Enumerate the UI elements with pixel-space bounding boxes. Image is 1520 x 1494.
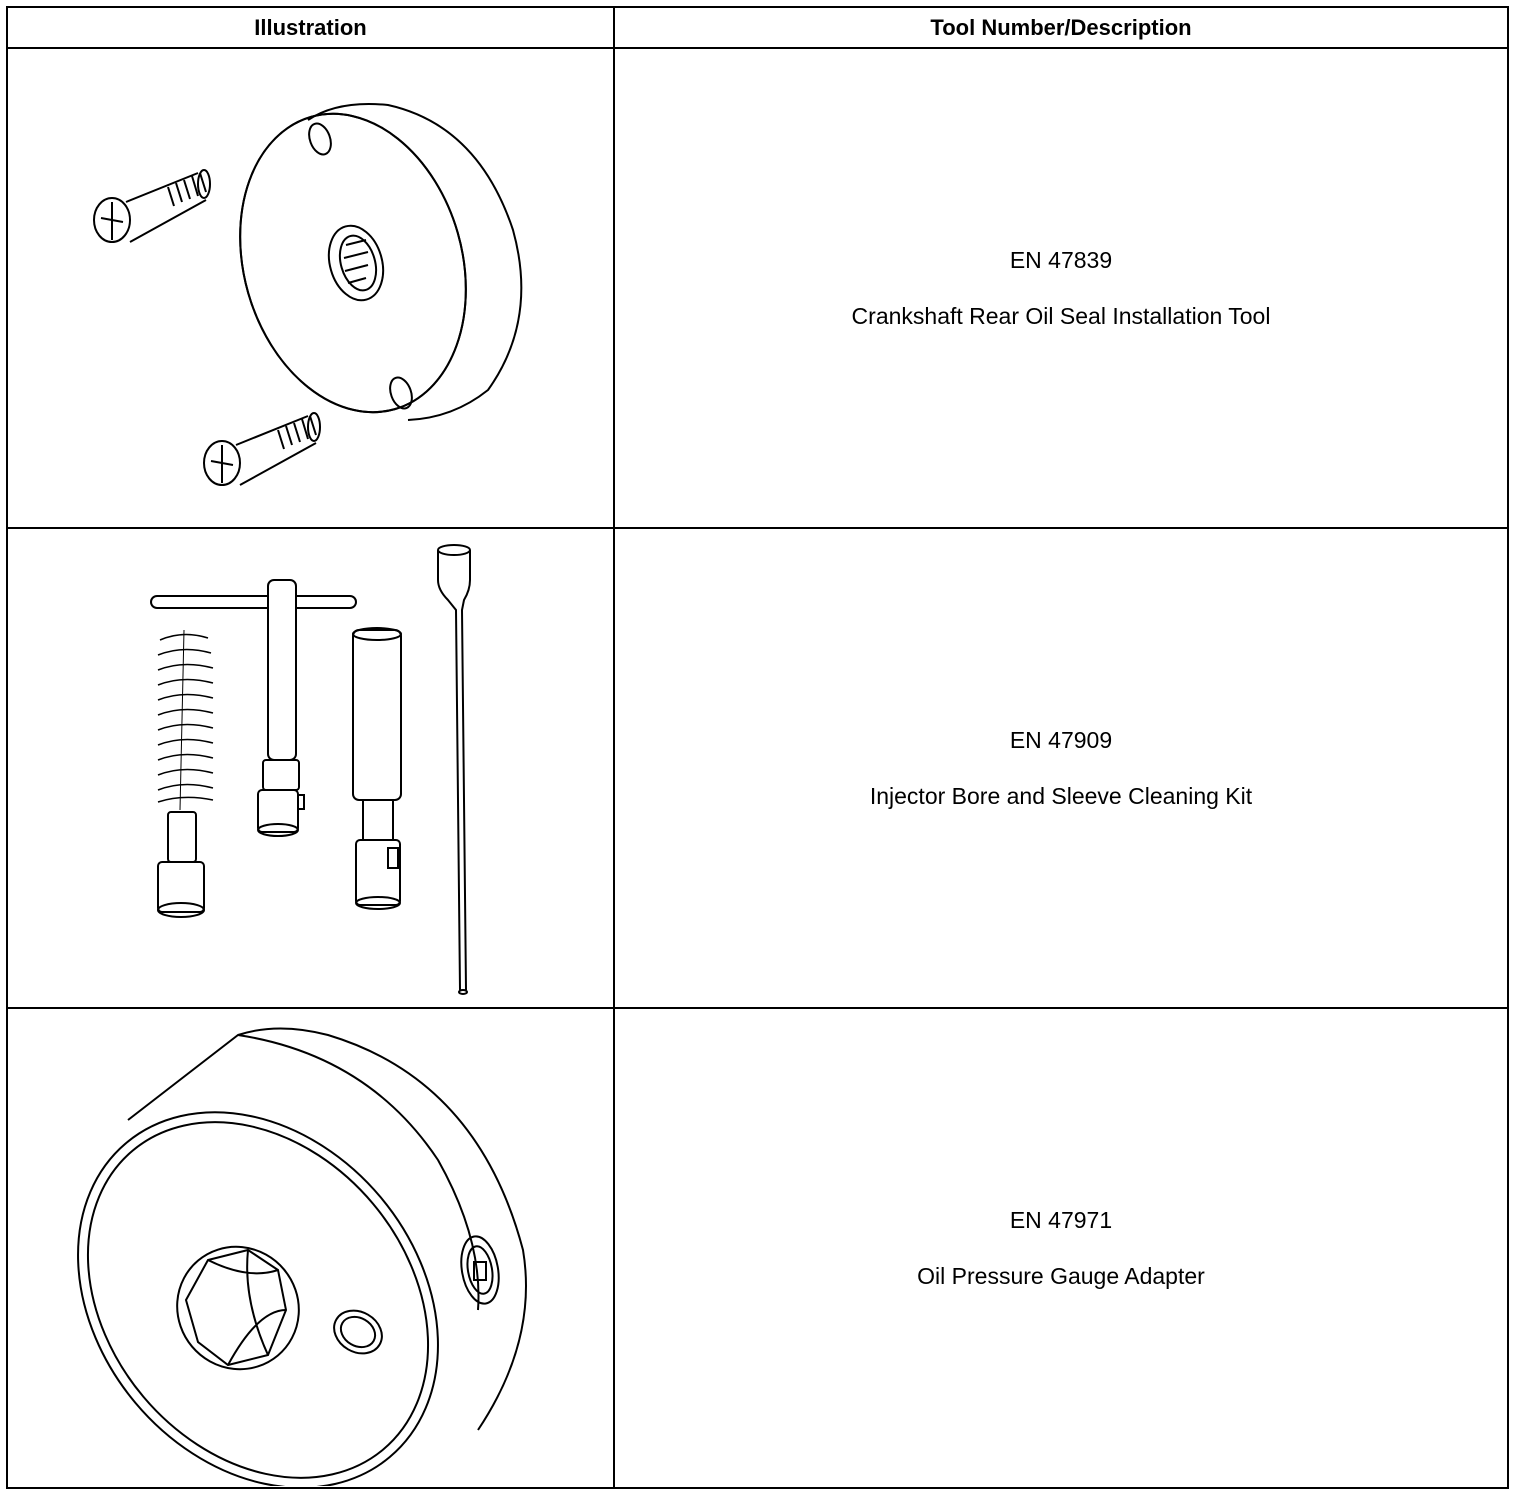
illustration-cell bbox=[6, 527, 615, 1009]
tool-table: Illustration Tool Number/Description bbox=[6, 6, 1509, 1489]
table-row: EN 47971 Oil Pressure Gauge Adapter bbox=[6, 1007, 1509, 1489]
tool-number: EN 47839 bbox=[1009, 246, 1113, 273]
tool-description-cell: EN 47839 Crankshaft Rear Oil Seal Instal… bbox=[613, 47, 1509, 529]
illustration-cell bbox=[6, 1007, 615, 1489]
tool-number: EN 47971 bbox=[1009, 1206, 1113, 1233]
tool-description-cell: EN 47971 Oil Pressure Gauge Adapter bbox=[613, 1007, 1509, 1489]
tool-name: Oil Pressure Gauge Adapter bbox=[917, 1262, 1205, 1289]
cleaning-kit-icon bbox=[8, 530, 613, 1006]
header-illustration: Illustration bbox=[6, 6, 615, 49]
tool-description-cell: EN 47909 Injector Bore and Sleeve Cleani… bbox=[613, 527, 1509, 1009]
tool-number: EN 47909 bbox=[1009, 726, 1113, 753]
tool-name: Injector Bore and Sleeve Cleaning Kit bbox=[869, 782, 1253, 809]
gauge-adapter-icon bbox=[8, 1010, 613, 1486]
seal-installer-icon bbox=[8, 50, 613, 526]
table-row: EN 47839 Crankshaft Rear Oil Seal Instal… bbox=[6, 47, 1509, 529]
header-tool-description: Tool Number/Description bbox=[613, 6, 1509, 49]
tool-name: Crankshaft Rear Oil Seal Installation To… bbox=[851, 302, 1271, 329]
table-header-row: Illustration Tool Number/Description bbox=[6, 6, 1509, 49]
table-row: EN 47909 Injector Bore and Sleeve Cleani… bbox=[6, 527, 1509, 1009]
illustration-cell bbox=[6, 47, 615, 529]
